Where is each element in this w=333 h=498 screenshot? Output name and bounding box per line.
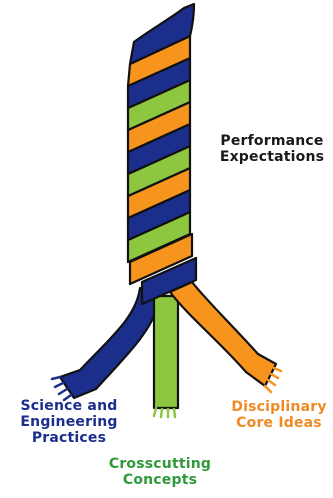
practices-strand-branch [60,288,160,398]
crosscutting-frayed-end [154,408,175,417]
disciplinary-core-ideas-label: Disciplinary Core Ideas [226,399,332,431]
science-engineering-practices-label: Science and Engineering Practices [6,398,132,446]
braided-rope-body [128,4,196,304]
performance-expectations-label: Performance Expectations [214,133,330,165]
crosscutting-strand-branch [154,296,178,408]
crosscutting-concepts-label: Crosscutting Concepts [98,456,222,488]
core-ideas-strand-branch [170,282,276,386]
